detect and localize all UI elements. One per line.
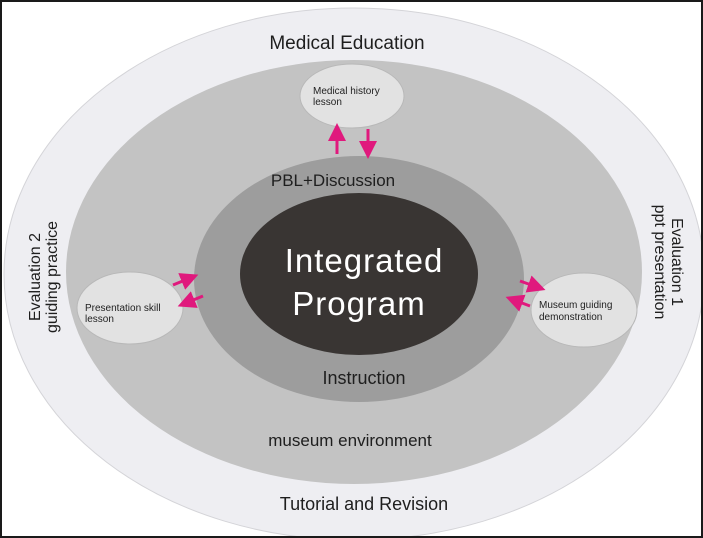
label-evaluation-1: Evaluation 1 [668,218,685,306]
label-evaluation-1-group: Evaluation 1 ppt presentation [651,205,685,320]
arrow-in-left-icon [177,291,204,308]
label-pbl-discussion: PBL+Discussion [271,171,395,190]
satellite-medical-history [299,63,405,129]
label-museum-guiding-demonstration: demonstration [539,312,602,323]
arrow-in-right-icon [505,294,531,312]
arrow-out-right-icon [519,275,546,293]
label-medical-history-lesson: lesson [313,97,342,108]
label-museum-environment: museum environment [268,431,432,450]
label-integrated: Integrated [285,242,444,279]
label-guiding-practice: guiding practice [44,221,61,333]
label-program: Program [292,285,426,322]
core-integrated-program [240,193,478,355]
label-ppt-presentation: ppt presentation [651,205,668,320]
label-museum-guiding: Museum guiding [539,300,612,311]
satellite-presentation-skill [76,271,184,345]
label-instruction: Instruction [322,368,405,388]
satellite-museum-guiding [530,272,638,348]
label-evaluation-2-group: Evaluation 2 guiding practice [27,221,61,333]
label-evaluation-2: Evaluation 2 [27,233,44,321]
label-presentation-skill: Presentation skill [85,303,161,314]
label-presentation-skill-lesson: lesson [85,314,114,325]
arrow-out-left-icon [172,273,199,290]
label-medical-education: Medical Education [269,33,424,54]
label-tutorial-revision: Tutorial and Revision [280,494,448,514]
label-medical-history: Medical history [313,86,380,97]
